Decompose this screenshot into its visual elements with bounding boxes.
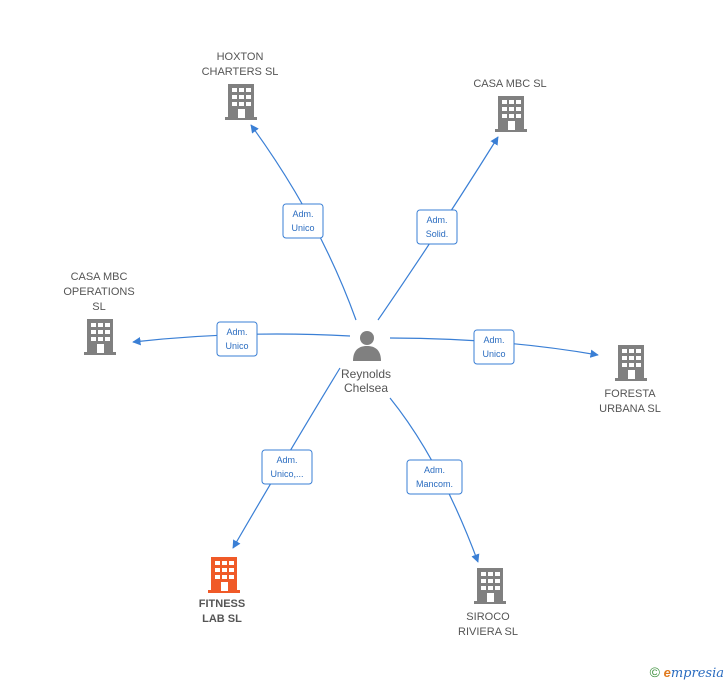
role-badge-hoxton[interactable]: Adm. Unico <box>282 203 324 239</box>
company-name-line-1: CASA MBC <box>71 271 128 283</box>
person-icon <box>353 331 381 361</box>
role-badge-fitness[interactable]: Adm. Unico,... <box>261 449 313 485</box>
building-icon <box>615 345 647 381</box>
company-name-line-3: SL <box>92 301 105 313</box>
building-icon <box>208 557 240 593</box>
person-name-line-2: Chelsea <box>344 381 388 395</box>
company-name-line-1: FITNESS <box>199 598 245 610</box>
building-icon <box>84 319 116 355</box>
company-name-line-2: RIVIERA SL <box>458 626 518 638</box>
company-node-siroco[interactable]: SIROCO RIVIERA SL <box>458 568 518 638</box>
company-node-fitness[interactable]: FITNESS LAB SL <box>199 557 245 625</box>
role-line-2: Unico <box>291 223 314 233</box>
edges: Adm.UnicoAdm.Solid.Adm.UnicoAdm.UnicoAdm… <box>132 124 599 563</box>
role-badge-box <box>216 321 258 357</box>
role-line-1: Adm. <box>426 215 447 225</box>
building-icon <box>495 96 527 132</box>
person-node[interactable]: Reynolds Chelsea <box>341 331 391 395</box>
company-name-line-2: URBANA SL <box>599 403 661 415</box>
role-line-1: Adm. <box>276 455 297 465</box>
role-badge-casambc[interactable]: Adm. Solid. <box>416 209 458 245</box>
role-line-2: Unico,... <box>270 469 303 479</box>
role-badge-box <box>416 209 458 245</box>
person-name-line-1: Reynolds <box>341 367 391 381</box>
role-line-2: Unico <box>225 341 248 351</box>
company-node-casambc[interactable]: CASA MBC SL <box>473 78 547 132</box>
role-line-1: Adm. <box>483 335 504 345</box>
role-badge-box <box>261 449 313 485</box>
company-name-line-1: FORESTA <box>604 388 656 400</box>
building-icon <box>225 84 257 120</box>
company-node-foresta[interactable]: FORESTA URBANA SL <box>599 345 661 415</box>
role-line-2: Mancom. <box>416 479 453 489</box>
company-name-line-1: CASA MBC SL <box>473 78 546 90</box>
brand-name: mpresia <box>670 666 724 681</box>
building-icon <box>474 568 506 604</box>
company-name-line-1: HOXTON <box>217 51 264 63</box>
company-name-line-1: SIROCO <box>466 611 510 623</box>
role-line-2: Solid. <box>426 229 449 239</box>
brand-initial: e <box>663 665 671 680</box>
role-badge-box <box>473 329 515 365</box>
company-name-line-2: CHARTERS SL <box>202 66 279 78</box>
role-line-1: Adm. <box>292 209 313 219</box>
role-badge-box <box>282 203 324 239</box>
company-name-line-2: LAB SL <box>202 613 242 625</box>
company-node-hoxton[interactable]: HOXTON CHARTERS SL <box>202 51 279 120</box>
company-node-casambc-ops[interactable]: CASA MBC OPERATIONS SL <box>63 271 135 355</box>
role-line-1: Adm. <box>226 327 247 337</box>
role-badge-casambc-ops[interactable]: Adm. Unico <box>216 321 258 357</box>
role-line-2: Unico <box>482 349 505 359</box>
role-line-1: Adm. <box>424 465 445 475</box>
role-badge-box <box>406 459 463 495</box>
copyright-symbol: © <box>649 664 660 680</box>
company-nodes: HOXTON CHARTERS SL CASA MBC SL CASA MBC OPER… <box>63 51 661 638</box>
company-name-line-2: OPERATIONS <box>63 286 134 298</box>
role-badge-foresta[interactable]: Adm. Unico <box>473 329 515 365</box>
role-badge-siroco[interactable]: Adm. Mancom. <box>406 459 463 495</box>
footer-brand: © empresia <box>650 664 724 681</box>
